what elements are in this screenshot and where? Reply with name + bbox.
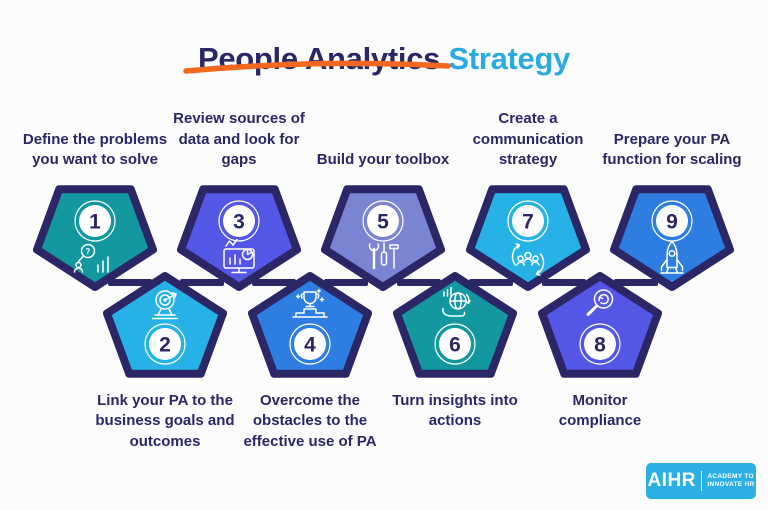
svg-text:7: 7	[522, 211, 534, 234]
step-label: Turn insights into actions	[392, 392, 518, 430]
step-label: Monitor compliance	[558, 392, 642, 430]
step-2: 2 Link your PA to the business goals and…	[80, 271, 250, 452]
connector	[542, 279, 586, 286]
step-number-badge	[512, 205, 544, 237]
step-number-badge	[223, 205, 255, 237]
connector	[180, 279, 224, 286]
target-icon	[151, 290, 179, 320]
tools-icon	[368, 242, 399, 270]
svg-text:6: 6	[449, 334, 461, 357]
step-number-badge	[367, 205, 399, 237]
svg-text:3: 3	[233, 211, 245, 234]
rocket-icon	[660, 240, 684, 274]
logo-divider	[700, 471, 703, 491]
step-1: Define the problems you want to solve 1 …	[20, 98, 170, 292]
step-number-badge	[294, 328, 326, 360]
aihr-logo: AIHR ACADEMY TO INNOVATE HR	[646, 463, 756, 499]
step-label: Prepare your PA function for scaling	[602, 130, 742, 168]
pentagon-shape: 9	[610, 185, 734, 291]
step-label: Review sources of data and look for gaps	[173, 110, 305, 168]
pentagon-shape: 6	[393, 272, 517, 378]
step-number-ring	[74, 200, 116, 242]
step-9: Prepare your PA function for scaling 9	[597, 98, 747, 292]
step-number-ring	[362, 200, 404, 242]
step-label: Link your PA to the business goals and o…	[95, 392, 235, 450]
pentagon-shape: 4	[248, 272, 372, 378]
step-6: 6 Turn insights into actions	[370, 271, 540, 432]
trophy-podium-icon	[292, 288, 328, 318]
step-5: Build your toolbox 5	[308, 98, 458, 292]
data-dashboard-icon	[223, 238, 255, 274]
step-4: 4 Overcome the obstacles to the effectiv…	[225, 271, 395, 452]
step-number-badge	[656, 205, 688, 237]
svg-text:5: 5	[377, 211, 389, 234]
svg-text:2: 2	[159, 334, 171, 357]
orange-underline-swoosh	[183, 60, 451, 74]
people-cycle-icon	[511, 243, 545, 276]
step-number-ring	[289, 323, 331, 365]
magnifier-refresh-icon	[586, 289, 614, 316]
pentagon-shape: 2	[103, 272, 227, 378]
step-label: Overcome the obstacles to the effective …	[243, 392, 377, 450]
connector	[469, 279, 513, 286]
connector	[397, 279, 441, 286]
pentagon-shape: 5	[321, 185, 445, 291]
step-number-badge	[149, 328, 181, 360]
aihr-logo-text: AIHR	[647, 470, 696, 491]
step-number-badge	[584, 328, 616, 360]
svg-text:4: 4	[304, 334, 316, 357]
step-number-ring	[507, 200, 549, 242]
problem-analysis-icon: ?	[73, 243, 109, 273]
connector	[324, 279, 368, 286]
pentagon-shape: 8	[538, 272, 662, 378]
pentagon-shape: 7	[466, 185, 590, 291]
page-title: People Analytics Strategy	[0, 41, 768, 77]
globe-hand-icon	[442, 286, 471, 317]
pentagon-shape: 1 ?	[33, 185, 157, 291]
step-label: Define the problems you want to solve	[22, 130, 168, 168]
step-number-ring	[579, 323, 621, 365]
step-3: Review sources of data and look for gaps…	[164, 98, 314, 292]
svg-text:9: 9	[666, 211, 678, 234]
title-primary: People Analytics	[197, 40, 441, 76]
svg-text:8: 8	[594, 334, 606, 357]
pentagon-shape: 3	[177, 185, 301, 291]
step-7: Create a communication strategy 7	[453, 98, 603, 292]
connector	[252, 279, 296, 286]
step-number-badge	[79, 205, 111, 237]
svg-text:1: 1	[89, 211, 101, 234]
step-number-ring	[218, 200, 260, 242]
connector	[614, 279, 658, 286]
step-8: 8 Monitor compliance	[515, 271, 685, 432]
step-label: Build your toolbox	[316, 150, 450, 168]
step-label: Create a communication strategy	[472, 110, 584, 168]
aihr-logo-tagline: ACADEMY TO INNOVATE HR	[707, 472, 755, 488]
step-number-badge	[439, 328, 471, 360]
title-accent: Strategy	[448, 40, 571, 76]
step-number-ring	[144, 323, 186, 365]
connector	[108, 279, 152, 286]
svg-text:?: ?	[86, 247, 91, 256]
step-number-ring	[434, 323, 476, 365]
